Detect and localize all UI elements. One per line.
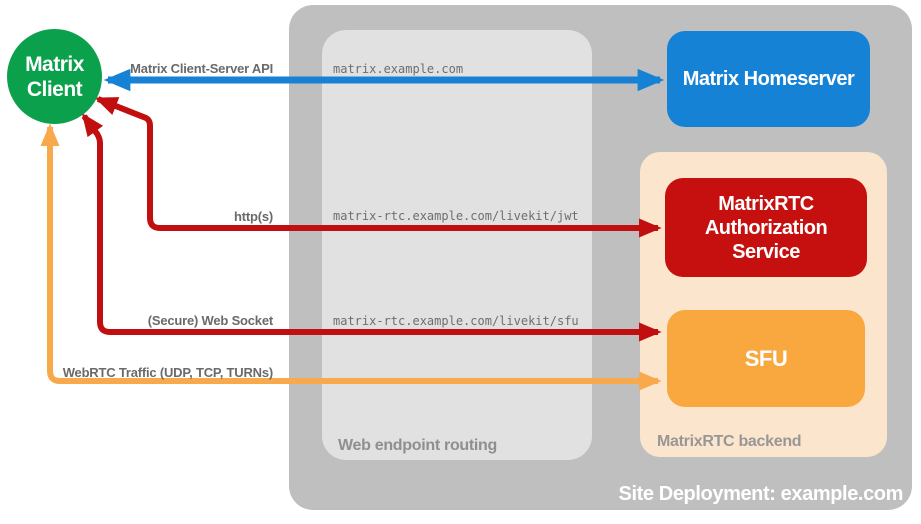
websocket-label: (Secure) Web Socket — [147, 313, 273, 328]
matrixrtc-authorization-service-label: MatrixRTC Authorization Service — [704, 192, 828, 263]
web-endpoint-routing-label: Web endpoint routing — [338, 437, 498, 454]
endpoint-livekit-sfu: matrix-rtc.example.com/livekit/sfu — [333, 314, 579, 328]
sfu-node: SFU — [667, 310, 865, 407]
site-deployment-title: Site Deployment: example.com — [618, 483, 904, 505]
web-endpoint-routing-box — [322, 30, 592, 460]
matrix-homeserver-label: Matrix Homeserver — [682, 67, 855, 90]
sfu-label: SFU — [744, 345, 788, 371]
matrix-client-node: Matrix Client — [7, 29, 102, 124]
matrixrtc-backend-label: MatrixRTC backend — [657, 433, 802, 450]
endpoint-matrix-example-com: matrix.example.com — [333, 62, 464, 76]
matrixrtc-authorization-service-node: MatrixRTC Authorization Service — [665, 178, 867, 277]
matrix-homeserver-node: Matrix Homeserver — [667, 31, 870, 127]
matrix-client-label-line2: Client — [26, 77, 83, 101]
endpoint-livekit-jwt: matrix-rtc.example.com/livekit/jwt — [333, 209, 579, 223]
https-label: http(s) — [233, 209, 273, 224]
webrtc-traffic-label: WebRTC Traffic (UDP, TCP, TURNs) — [62, 365, 273, 380]
client-server-api-label: Matrix Client-Server API — [130, 61, 273, 76]
matrix-client-label-line1: Matrix — [25, 52, 84, 76]
